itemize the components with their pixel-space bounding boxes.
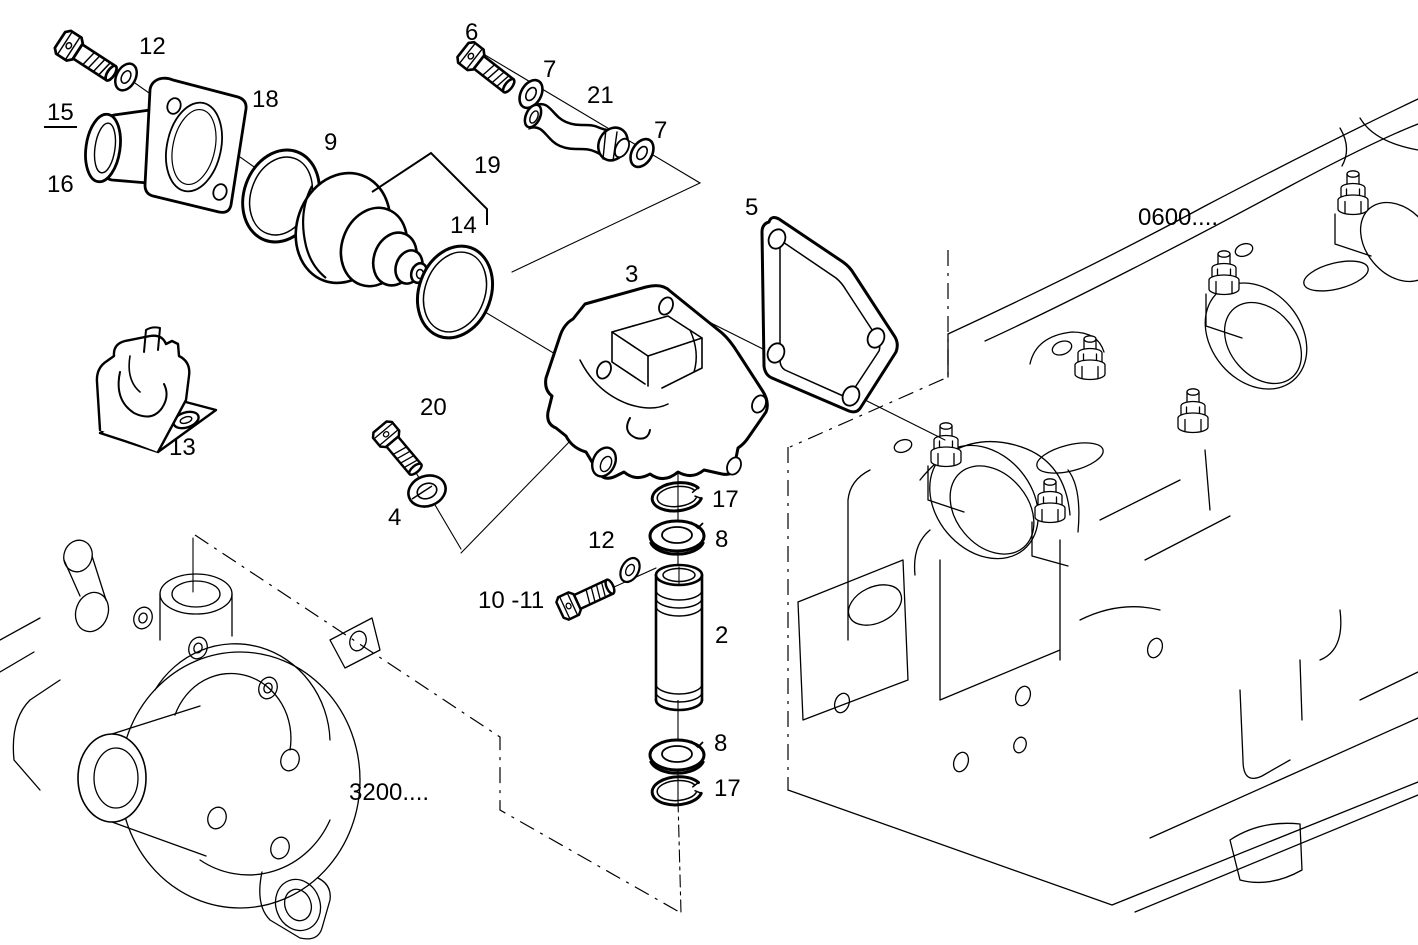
washer-12-lower <box>615 553 645 587</box>
seal-cup-8-upper <box>648 519 706 556</box>
bolt-10-11 <box>553 572 620 623</box>
part-label-12-upper: 12 <box>139 33 166 60</box>
o-ring-14 <box>416 244 494 340</box>
group-bracket-19 <box>371 151 488 225</box>
part-label-21: 21 <box>587 82 614 109</box>
part-label-17-lower: 17 <box>714 775 741 802</box>
part-label-10-11: 10 -11 <box>478 587 545 614</box>
washer-4 <box>407 474 447 508</box>
pipe-21 <box>523 102 630 162</box>
sleeve-2 <box>654 563 704 712</box>
stud-icon <box>1074 335 1106 381</box>
part-label-5: 5 <box>745 194 759 221</box>
part-label-12-lower: 12 <box>588 527 615 554</box>
thermostat-cover-3 <box>544 284 769 480</box>
stud-icon <box>1208 250 1240 296</box>
part-label-8-upper: 8 <box>715 526 729 553</box>
snap-ring-17-upper <box>649 478 704 515</box>
part-label-7-right: 7 <box>654 117 668 144</box>
stud-icon <box>1177 388 1209 434</box>
bolt-20 <box>369 417 429 481</box>
cylinder-head-block <box>787 98 1418 913</box>
thermostat-unit <box>294 171 429 288</box>
part-number-16: 16 <box>47 171 74 198</box>
part-label-13: 13 <box>169 434 196 461</box>
part-label-6: 6 <box>465 19 479 46</box>
part-label-14: 14 <box>450 212 477 239</box>
part-label-2: 2 <box>715 622 729 649</box>
part-label-18: 18 <box>252 86 279 113</box>
part-label-9: 9 <box>324 129 338 156</box>
part-label-17-upper: 17 <box>712 486 739 513</box>
stud-icon <box>930 422 962 468</box>
part-label-20: 20 <box>420 394 447 421</box>
water-pump-body <box>0 539 381 940</box>
part-label-19: 19 <box>474 152 501 179</box>
stud-icon <box>1337 170 1369 216</box>
bolt-6 <box>453 38 521 100</box>
part-label-7-left: 7 <box>543 56 557 83</box>
water-outlet-housing-18 <box>84 76 248 214</box>
seal-cup-8-lower <box>648 738 706 775</box>
part-label-3: 3 <box>625 261 639 288</box>
stud-icon <box>1034 478 1066 524</box>
part-label-8-lower: 8 <box>714 730 728 757</box>
phantom-boundary-lines <box>194 250 949 914</box>
bracket-part-13 <box>95 326 218 454</box>
part-label-15-16: 15 16 <box>44 58 77 240</box>
reference-label-0600: 0600.... <box>1138 204 1219 231</box>
part-number-15: 15 <box>44 101 77 128</box>
reference-label-3200: 3200.... <box>349 779 430 806</box>
gasket-5 <box>760 216 899 414</box>
part-label-4: 4 <box>388 504 402 531</box>
snap-ring-17-lower <box>649 773 704 809</box>
